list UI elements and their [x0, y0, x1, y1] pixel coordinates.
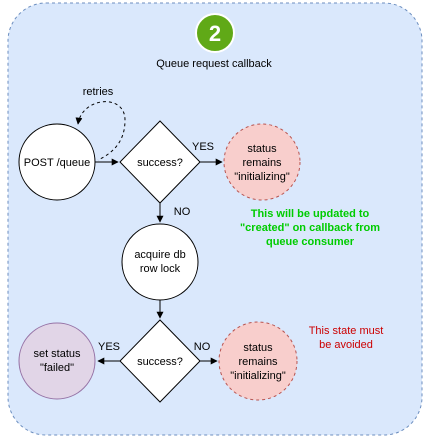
acquire-lock-node: acquire db row lock [121, 223, 199, 301]
status-init-2-line1: status [243, 342, 273, 354]
acquire-lock-line1: acquire db [134, 249, 185, 261]
status-initializing-node-1: status remains "initializing" [223, 123, 301, 201]
success-decision-2: success? [119, 319, 201, 403]
set-failed-line2: "failed" [40, 362, 74, 374]
yes-label-2: YES [98, 341, 120, 353]
set-failed-line1: set status [33, 348, 81, 360]
step-number: 2 [209, 21, 221, 46]
update-note-line1: This will be updated to [251, 208, 370, 220]
set-failed-node: set status "failed" [18, 322, 96, 400]
retries-loop-edge [75, 101, 126, 161]
step-title: Queue request callback [156, 58, 272, 70]
update-note: This will be updated to "created" on cal… [240, 208, 380, 248]
status-init-1-line1: status [247, 143, 277, 155]
acquire-lock-line2: row lock [140, 263, 181, 275]
success-label-1: success? [137, 157, 183, 169]
status-init-2-line3: "initializing" [230, 370, 286, 382]
status-initializing-node-2: status remains "initializing" [218, 321, 298, 401]
status-init-1-line2: remains [242, 157, 282, 169]
success-label-2: success? [137, 356, 183, 368]
post-queue-node: POST /queue [18, 123, 96, 201]
update-note-line3: queue consumer [266, 236, 355, 248]
step-badge: 2 [195, 13, 235, 53]
post-queue-label: POST /queue [24, 157, 90, 169]
avoid-note-line1: This state must [309, 325, 384, 337]
avoid-note-line2: be avoided [319, 339, 373, 351]
avoid-note: This state must be avoided [309, 325, 384, 351]
no-label-1: NO [174, 206, 191, 218]
update-note-line2: "created" on callback from [240, 222, 380, 234]
step-panel [7, 2, 423, 436]
no-label-2: NO [194, 341, 211, 353]
status-init-1-line3: "initializing" [234, 171, 290, 183]
status-init-2-line2: remains [238, 356, 278, 368]
retries-label: retries [83, 86, 114, 98]
yes-label-1: YES [192, 141, 214, 153]
